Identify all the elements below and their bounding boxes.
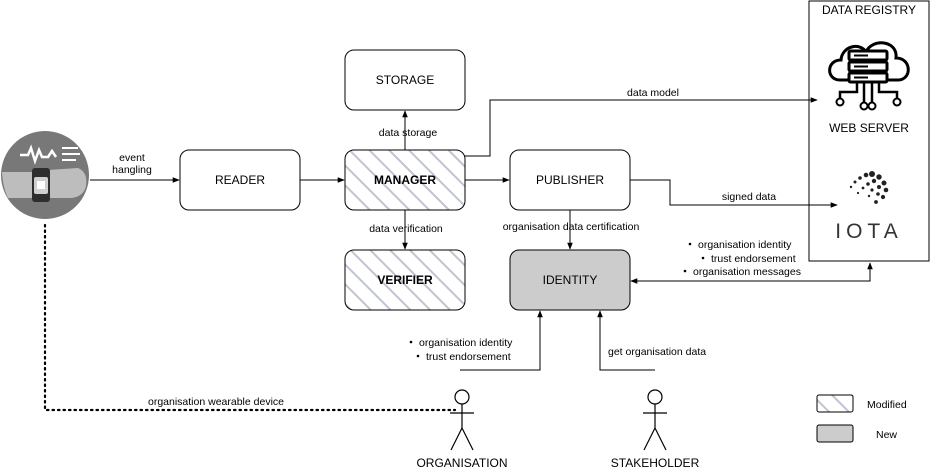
event-label-line2: hangling: [112, 164, 152, 176]
registry-list-item: trust endorsement: [711, 253, 796, 265]
reader-label: READER: [215, 173, 265, 187]
organisation-bullet-list: organisation identity trust endorsement: [409, 337, 513, 363]
storage-box: [344, 49, 466, 111]
event-label-line1: event: [119, 152, 145, 164]
org-data-cert-label: organisation data certification: [503, 221, 640, 233]
registry-list-item: organisation identity: [698, 239, 792, 251]
publisher-label: PUBLISHER: [536, 173, 604, 187]
data-model-label: data model: [627, 87, 679, 99]
organisation-label: ORGANISATION: [416, 456, 507, 470]
data-model-arrow: [465, 97, 818, 157]
legend-new-label: New: [876, 429, 897, 441]
stakeholder-actor-icon: [643, 389, 667, 451]
storage-label: STORAGE: [376, 73, 434, 87]
web-server-icon: [828, 41, 910, 111]
legend-new-swatch: [816, 424, 854, 443]
data-registry-container: [808, 0, 930, 262]
stakeholder-label: STAKEHOLDER: [611, 456, 700, 470]
signed-data-arrow: [630, 179, 838, 208]
org-list-item: organisation identity: [419, 337, 513, 349]
legend: Modified New: [816, 394, 907, 443]
data-verification-label: data verification: [369, 223, 443, 235]
identity-label: IDENTITY: [543, 273, 598, 287]
iota-label: IOTA: [835, 220, 902, 243]
legend-modified-label: Modified: [867, 399, 907, 411]
get-org-data-label: get organisation data: [608, 346, 706, 358]
legend-modified-swatch: [816, 394, 854, 413]
stakeholder-identity-arrow: [597, 310, 655, 371]
iota-logo-icon: [849, 171, 889, 204]
signed-data-label: signed data: [722, 191, 776, 203]
registry-list-item: organisation messages: [693, 266, 801, 278]
wearable-link-label: organisation wearable device: [148, 396, 284, 408]
verifier-label: VERIFIER: [377, 273, 433, 287]
data-registry-title: DATA REGISTRY: [822, 3, 916, 17]
data-storage-label: data storage: [379, 127, 438, 139]
wearable-link: [43, 223, 457, 412]
organisation-actor-icon: [450, 389, 474, 451]
org-list-item: trust endorsement: [426, 351, 511, 363]
verifier-box: [344, 249, 466, 311]
identity-box: [509, 249, 631, 311]
wearable-device-icon: [1, 131, 89, 219]
manager-label: MANAGER: [374, 173, 436, 187]
organisation-identity-arrow: [460, 310, 543, 371]
identity-registry-arrow: [630, 262, 873, 284]
web-server-label: WEB SERVER: [829, 121, 909, 135]
registry-bullet-list: organisation identity trust endorsement …: [683, 239, 801, 278]
